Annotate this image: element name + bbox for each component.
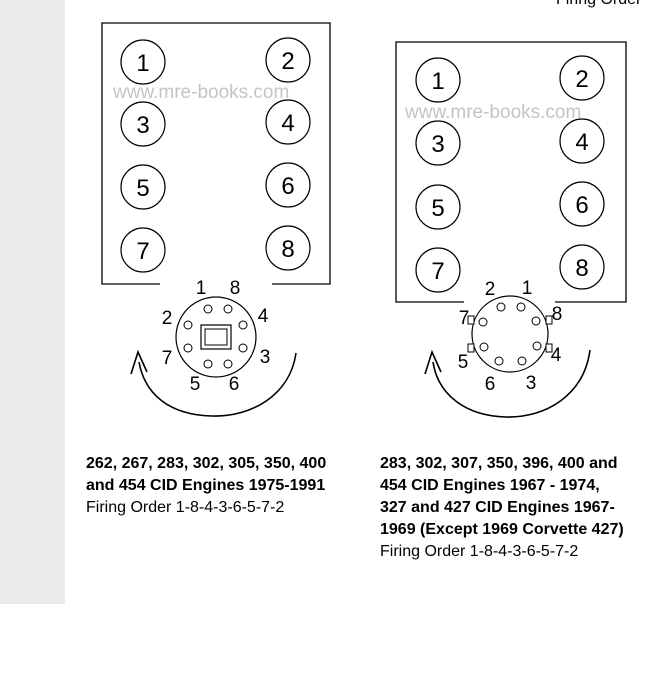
distributor-terminal-8: 8 [230,278,241,299]
caption-left: 262, 267, 283, 302, 305, 350, 400 and 45… [86,453,336,519]
cylinder-8: 8 [559,244,605,290]
distributor-cap [467,295,553,373]
cylinder-number: 7 [136,238,149,265]
distributor-terminal-5: 5 [458,352,469,373]
distributor-terminal-4: 4 [258,306,269,327]
firing-order-text: Firing Order 1-8-4-3-6-5-7-2 [380,543,579,560]
cylinder-2: 2 [265,37,311,83]
cylinder-number: 4 [575,129,588,156]
distributor-terminal-7: 7 [162,348,173,369]
distributor-terminal-5: 5 [190,374,201,395]
engine-diagram-right: www.mre-books.com 1 2 3 4 5 6 7 [395,41,627,418]
engine-block-outline [101,22,331,285]
distributor-cap [175,296,257,378]
watermark-text: www.mre-books.com [404,102,581,123]
cylinder-number: 3 [136,112,149,139]
cylinder-1: 1 [415,57,461,103]
cylinder-5: 5 [120,164,166,210]
cylinder-number: 3 [431,131,444,158]
left-gray-margin [0,0,65,604]
distributor-terminal-1: 1 [196,278,207,299]
cylinder-4: 4 [265,99,311,145]
counterclockwise-rotation-arrow-icon [424,349,591,418]
cylinder-4: 4 [559,118,605,164]
cylinder-number: 2 [575,66,588,93]
cylinder-7: 7 [415,247,461,293]
distributor-terminal-6: 6 [229,374,240,395]
distributor-terminal-1: 1 [522,278,533,299]
firing-order-text: Firing Order 1-8-4-3-6-5-7-2 [86,499,285,516]
cylinder-number: 6 [575,192,588,219]
cylinder-number: 8 [575,255,588,282]
cylinder-number: 5 [136,175,149,202]
distributor-terminal-3: 3 [260,347,271,368]
top-partial-label: Firing Order [556,0,641,9]
cylinder-number: 4 [281,110,294,137]
cylinder-1: 1 [120,39,166,85]
cylinder-number: 2 [281,48,294,75]
distributor-terminal-2: 2 [162,308,173,329]
distributor-terminal-3: 3 [526,373,537,394]
engine-diagram-left: www.mre-books.com 1 2 3 4 5 6 7 [101,22,331,417]
cylinder-8: 8 [265,225,311,271]
cylinder-7: 7 [120,227,166,273]
distributor-terminal-6: 6 [485,374,496,395]
cylinder-number: 1 [136,50,149,77]
distributor-terminal-8: 8 [552,304,563,325]
caption-right: 283, 302, 307, 350, 396, 400 and 454 CID… [380,453,630,563]
cylinder-5: 5 [415,184,461,230]
cylinder-number: 8 [281,236,294,263]
cylinder-number: 5 [431,195,444,222]
engine-block-outline [395,41,627,303]
engine-applications-text: 283, 302, 307, 350, 396, 400 and 454 CID… [380,455,624,538]
watermark-text: www.mre-books.com [112,82,289,103]
cylinder-6: 6 [559,181,605,227]
distributor-terminal-4: 4 [551,345,562,366]
cylinder-3: 3 [120,101,166,147]
cylinder-6: 6 [265,162,311,208]
counterclockwise-rotation-arrow-icon [130,349,297,417]
cylinder-3: 3 [415,120,461,166]
distributor-terminal-7: 7 [459,308,470,329]
distributor-terminal-2: 2 [485,279,496,300]
cylinder-number: 6 [281,173,294,200]
engine-applications-text: 262, 267, 283, 302, 305, 350, 400 and 45… [86,455,327,494]
cylinder-number: 1 [431,68,444,95]
cylinder-number: 7 [431,258,444,285]
cylinder-2: 2 [559,55,605,101]
